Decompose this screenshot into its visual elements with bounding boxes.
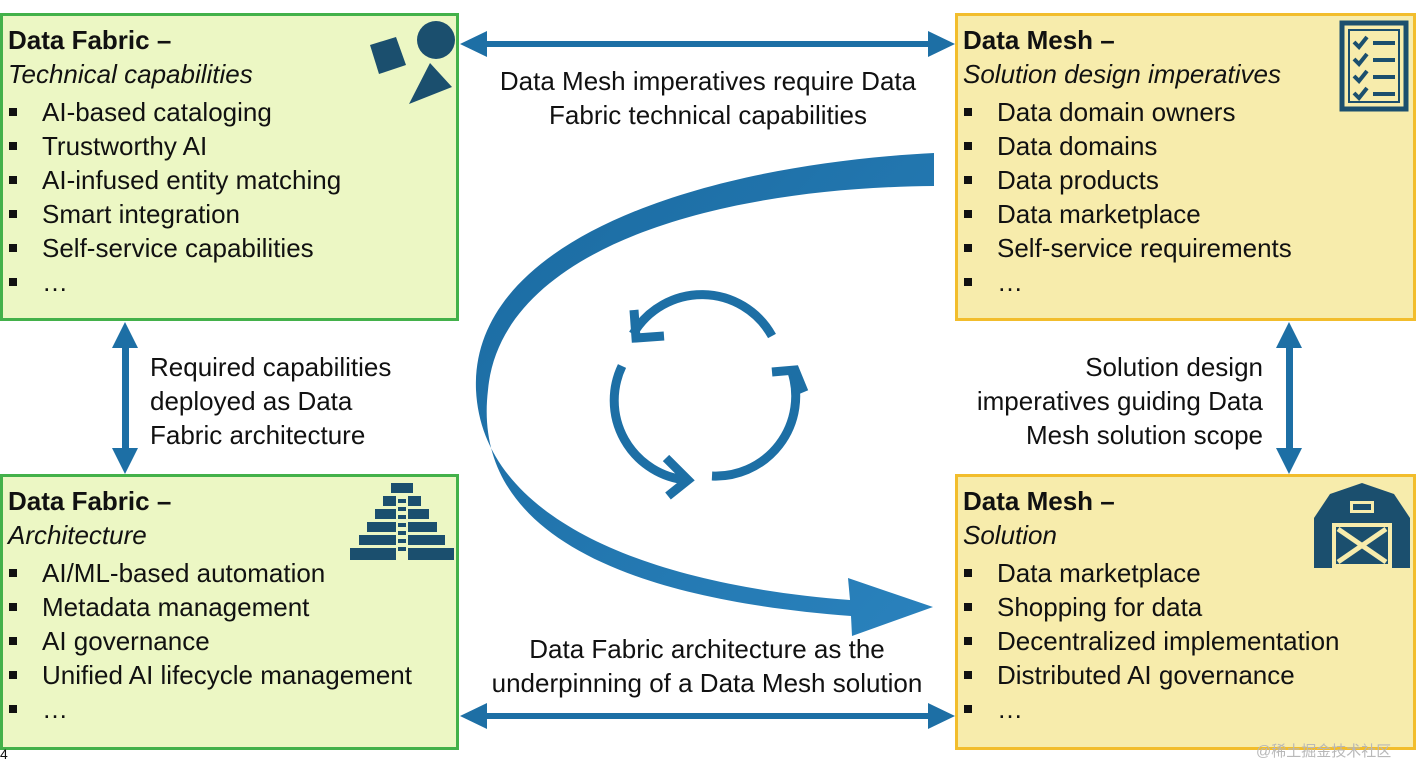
list-item: Self-service capabilities bbox=[8, 231, 341, 265]
box-title: Data Fabric – bbox=[8, 25, 172, 55]
list-item: Trustworthy AI bbox=[8, 129, 341, 163]
list-item: Data marketplace bbox=[963, 556, 1340, 590]
fabric-capabilities-box: Data Fabric – Technical capabilities AI-… bbox=[0, 13, 459, 321]
list-item: Distributed AI governance bbox=[963, 658, 1340, 692]
list-item: AI-based cataloging bbox=[8, 95, 341, 129]
left-connector-label: Required capabilities deployed as Data F… bbox=[150, 352, 392, 450]
barn-icon bbox=[1314, 483, 1410, 568]
mesh-solution-box: Data Mesh – Solution Data marketplace Sh… bbox=[955, 474, 1416, 750]
capability-list: AI-based cataloging Trustworthy AI AI-in… bbox=[8, 95, 341, 299]
list-item: … bbox=[8, 692, 412, 726]
list-item: AI-infused entity matching bbox=[8, 163, 341, 197]
shapes-icon bbox=[370, 21, 455, 104]
cycle-icon bbox=[609, 290, 801, 485]
solution-list: Data marketplace Shopping for data Decen… bbox=[963, 556, 1340, 726]
list-item: Self-service requirements bbox=[963, 231, 1292, 265]
box-title: Data Mesh – bbox=[963, 486, 1115, 516]
box-subtitle: Solution bbox=[963, 520, 1057, 550]
watermark: @稀土掘金技术社区 bbox=[1256, 743, 1392, 760]
box-title: Data Fabric – bbox=[8, 486, 172, 516]
bottom-connector-label: Data Fabric architecture as the underpin… bbox=[491, 634, 923, 698]
pyramid-icon bbox=[350, 483, 454, 560]
box-title: Data Mesh – bbox=[963, 25, 1115, 55]
list-item: AI/ML-based automation bbox=[8, 556, 412, 590]
list-item: … bbox=[963, 265, 1292, 299]
left-double-arrow bbox=[112, 322, 138, 474]
right-double-arrow bbox=[1276, 322, 1302, 474]
bottom-double-arrow bbox=[460, 703, 955, 729]
imperative-list: Data domain owners Data domains Data pro… bbox=[963, 95, 1292, 299]
list-item: Data domain owners bbox=[963, 95, 1292, 129]
top-double-arrow bbox=[460, 31, 955, 57]
right-connector-label: Solution design imperatives guiding Data… bbox=[976, 352, 1263, 450]
checklist-icon bbox=[1339, 20, 1409, 112]
architecture-list: AI/ML-based automation Metadata manageme… bbox=[8, 556, 412, 726]
fabric-architecture-box: Data Fabric – Architecture AI/ML-based a… bbox=[0, 474, 459, 750]
list-item: Unified AI lifecycle management bbox=[8, 658, 412, 692]
top-connector-label: Data Mesh imperatives require Data Fabri… bbox=[499, 66, 917, 130]
list-item: … bbox=[963, 692, 1340, 726]
box-subtitle: Solution design imperatives bbox=[963, 59, 1281, 89]
box-subtitle: Architecture bbox=[8, 520, 147, 550]
curved-flow-arrow bbox=[475, 153, 934, 636]
list-item: … bbox=[8, 265, 341, 299]
list-item: Data products bbox=[963, 163, 1292, 197]
list-item: Decentralized implementation bbox=[963, 624, 1340, 658]
list-item: Metadata management bbox=[8, 590, 412, 624]
list-item: Shopping for data bbox=[963, 590, 1340, 624]
list-item: Data marketplace bbox=[963, 197, 1292, 231]
list-item: Data domains bbox=[963, 129, 1292, 163]
mesh-imperatives-box: Data Mesh – Solution design imperatives … bbox=[955, 13, 1416, 321]
list-item: AI governance bbox=[8, 624, 412, 658]
box-subtitle: Technical capabilities bbox=[8, 59, 253, 89]
list-item: Smart integration bbox=[8, 197, 341, 231]
page-number: 4 bbox=[0, 746, 8, 762]
